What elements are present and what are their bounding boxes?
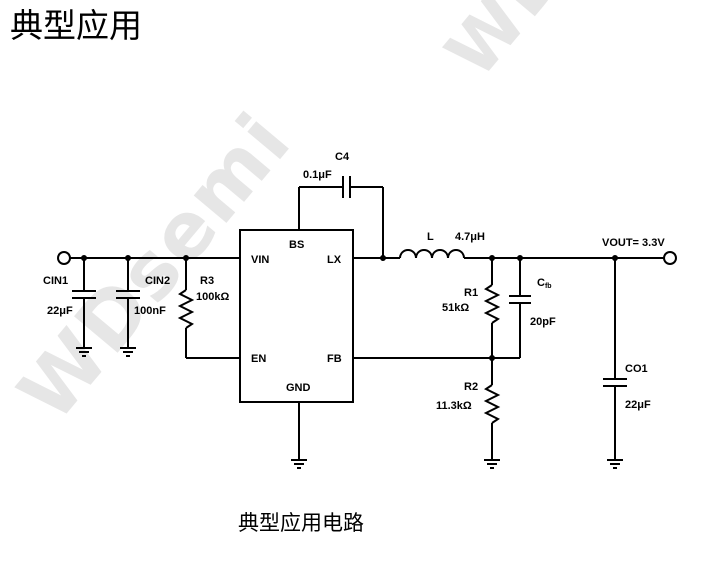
- cin2-ref: CIN2: [145, 275, 170, 287]
- inductor-value: 4.7μH: [455, 231, 485, 243]
- inductor-ref: L: [427, 231, 434, 243]
- c4-capacitor: [298, 176, 384, 258]
- r2-resistor: [483, 358, 501, 460]
- cin2-value: 100nF: [134, 305, 166, 317]
- cin1-value: 22μF: [47, 305, 73, 317]
- ground-icon: [484, 459, 500, 469]
- r3-ref: R3: [200, 275, 214, 287]
- diagram-caption: 典型应用电路: [238, 511, 364, 535]
- c4-ref: C4: [335, 151, 350, 163]
- pin-vin-label: VIN: [251, 254, 269, 266]
- r2-ref: R2: [464, 381, 478, 393]
- co1-capacitor: [603, 258, 627, 460]
- co1-value: 22μF: [625, 399, 651, 411]
- cfb-ref: Cfb: [537, 277, 552, 290]
- vin-terminal: [57, 251, 71, 265]
- r2-value: 11.3kΩ: [436, 400, 472, 412]
- pin-bs-label: BS: [289, 239, 304, 251]
- cin2-capacitor: [116, 258, 140, 348]
- ground-icon: [76, 347, 92, 357]
- r1-ref: R1: [464, 287, 478, 299]
- cfb-value: 20pF: [530, 316, 556, 328]
- pin-lx-label: LX: [327, 254, 342, 266]
- cfb-capacitor: [509, 258, 531, 358]
- ground-icon: [120, 347, 136, 357]
- inductor: [399, 249, 465, 259]
- vout-terminal: [663, 251, 677, 265]
- ic-body: [239, 229, 354, 403]
- r1-value: 51kΩ: [442, 302, 469, 314]
- c4-value: 0.1μF: [303, 169, 332, 181]
- pin-fb-label: FB: [327, 353, 342, 365]
- co1-ref: CO1: [625, 363, 648, 375]
- r3-value: 100kΩ: [196, 291, 229, 303]
- ground-icon: [607, 459, 623, 469]
- pin-gnd-label: GND: [286, 382, 311, 394]
- vout-label: VOUT= 3.3V: [602, 237, 665, 249]
- ic-ground: [291, 402, 307, 469]
- page-title: 典型应用: [10, 6, 142, 45]
- cin1-ref: CIN1: [43, 275, 68, 287]
- r1-resistor: [483, 258, 501, 358]
- junction-lx: [380, 255, 386, 261]
- r3-resistor: [177, 258, 240, 359]
- pin-en-label: EN: [251, 353, 266, 365]
- cin1-capacitor: [72, 258, 96, 348]
